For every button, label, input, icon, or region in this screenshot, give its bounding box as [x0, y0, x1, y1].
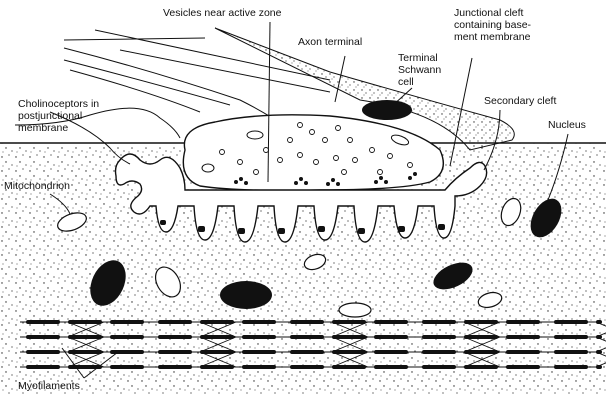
label-axon-terminal: Axon terminal — [298, 36, 362, 48]
label-junctional-cleft-2: containing base- — [454, 19, 532, 31]
label-junctional-cleft-1: Junctional cleft — [454, 7, 524, 19]
label-cholinoceptors-3: membrane — [18, 122, 68, 134]
label-junctional-cleft-3: ment membrane — [454, 31, 531, 43]
label-schwann-2: Schwann — [398, 64, 441, 76]
label-myofilaments: Myofilaments — [18, 380, 80, 392]
axon-terminal — [183, 115, 443, 191]
label-nucleus: Nucleus — [548, 119, 586, 131]
label-cholinoceptors-2: postjunctional — [18, 110, 82, 122]
label-cholinoceptors-1: Cholinoceptors in — [18, 98, 99, 110]
label-vesicles: Vesicles near active zone — [163, 7, 282, 19]
label-schwann-3: cell — [398, 76, 414, 88]
label-schwann-1: Terminal — [398, 52, 438, 64]
schwann-nucleus — [362, 100, 412, 120]
label-mitochondrion: Mitochondrion — [4, 180, 70, 192]
label-secondary-cleft: Secondary cleft — [484, 95, 556, 107]
